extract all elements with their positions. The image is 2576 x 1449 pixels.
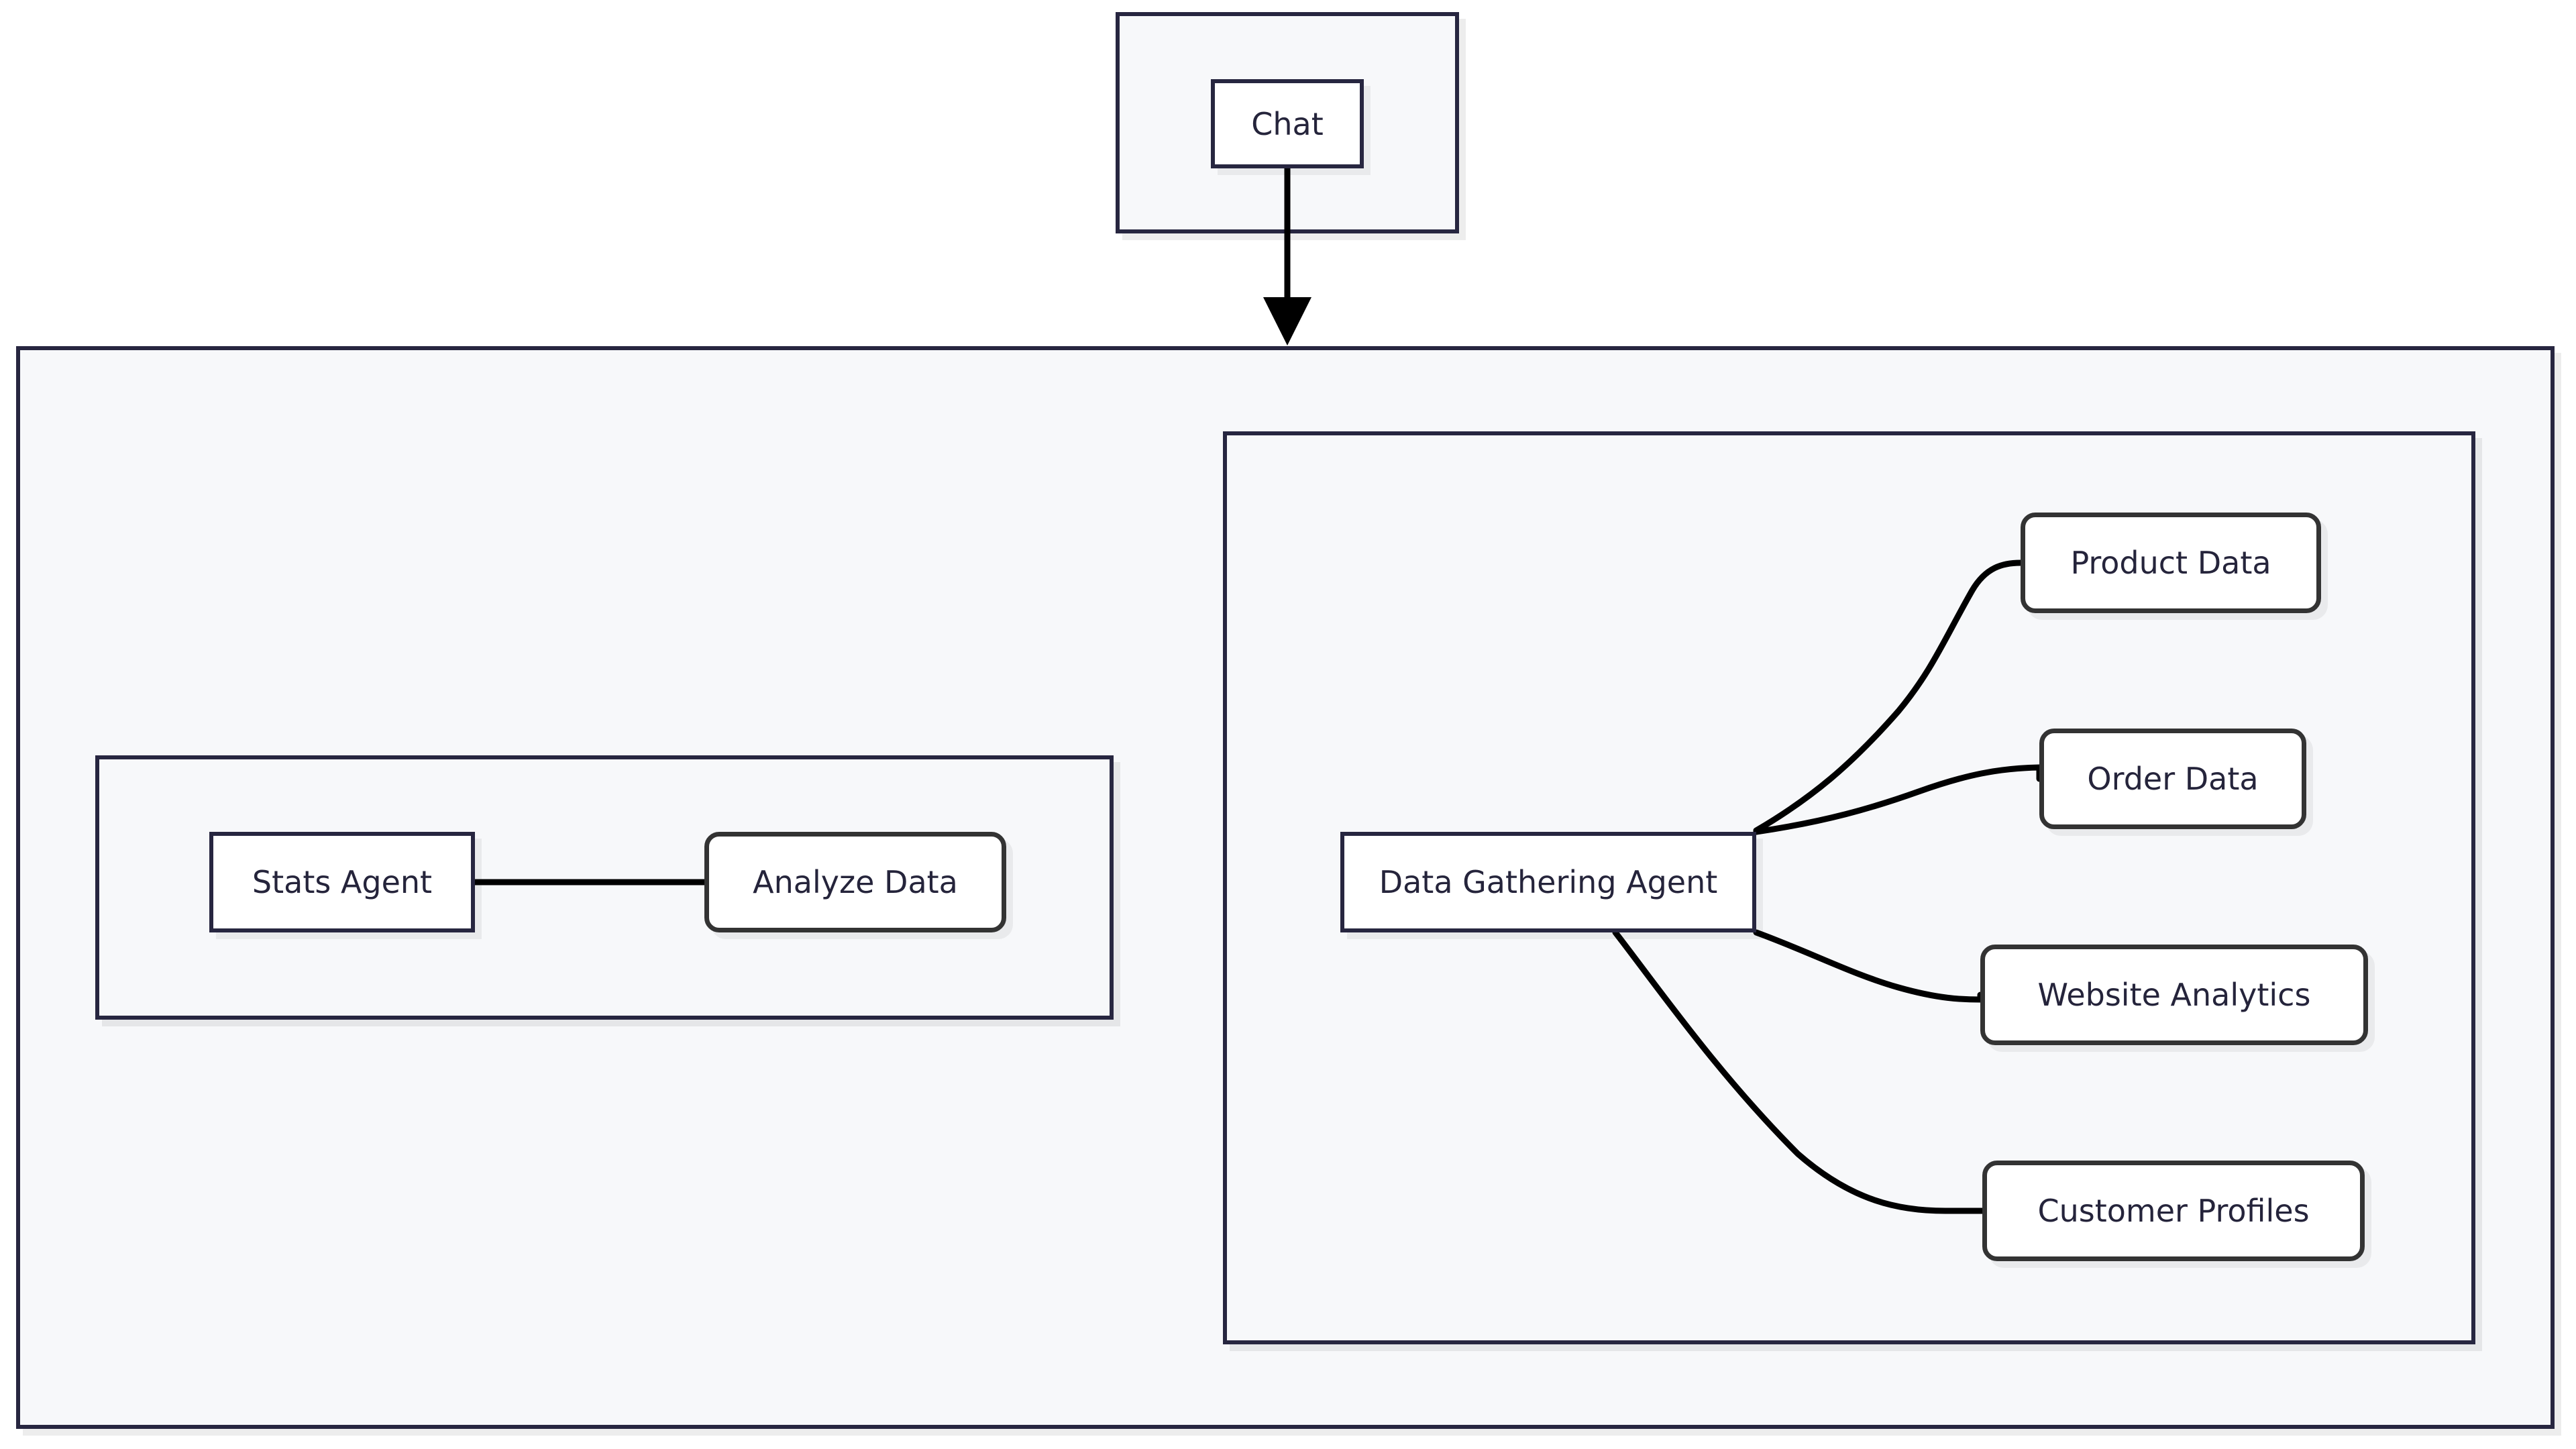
node-label: Stats Agent — [252, 864, 433, 900]
node-label: Order Data — [2087, 761, 2259, 797]
node-customer-profiles[interactable]: Customer Profiles — [1982, 1161, 2365, 1261]
node-stats-agent[interactable]: Stats Agent — [209, 832, 475, 932]
node-analyze-data[interactable]: Analyze Data — [704, 832, 1006, 932]
node-chat[interactable]: Chat — [1211, 79, 1364, 168]
node-label: Customer Profiles — [2037, 1193, 2310, 1229]
node-label: Website Analytics — [2037, 977, 2311, 1013]
node-data-gathering-agent[interactable]: Data Gathering Agent — [1340, 832, 1756, 932]
node-label: Chat — [1251, 105, 1324, 142]
node-label: Product Data — [2070, 545, 2271, 581]
node-label: Data Gathering Agent — [1379, 864, 1718, 900]
node-website-analytics[interactable]: Website Analytics — [1980, 945, 2368, 1045]
node-order-data[interactable]: Order Data — [2039, 729, 2306, 829]
node-label: Analyze Data — [753, 864, 958, 900]
node-product-data[interactable]: Product Data — [2021, 513, 2321, 613]
